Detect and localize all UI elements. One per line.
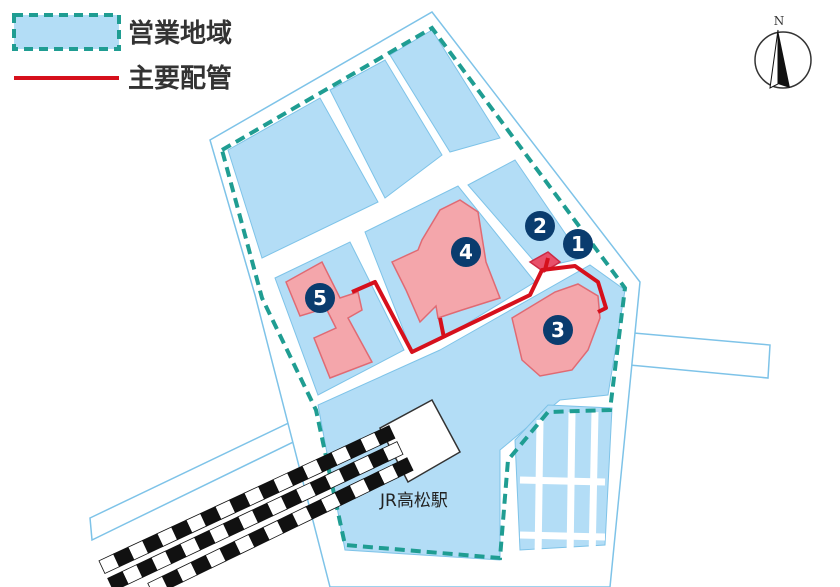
station-label: JR高松駅 [379,491,448,511]
marker-4[interactable]: 4 [451,237,481,267]
compass-needle-light-icon [769,29,779,89]
compass-needle-icon [778,30,790,88]
block-top-left [227,97,379,259]
main-pipe-trunk [351,264,608,354]
marker-2[interactable]: 2 [525,211,555,241]
block-top-middle [329,59,443,199]
main-pipe-branch-2 [543,257,550,271]
rail-segment [107,570,129,587]
svg-text:5: 5 [313,286,327,310]
svg-text:2: 2 [533,214,547,238]
marker-1[interactable]: 1 [563,229,593,259]
legend-business-area-label: 営業地域 [128,19,232,49]
south-east-streets [519,411,606,561]
legend-business-area-swatch [12,13,121,51]
legend: 営業地域 主要配管 [12,13,232,94]
rail-segment [98,553,120,574]
main-pipe-branch-4 [438,317,446,339]
marker-3[interactable]: 3 [543,315,573,345]
svg-text:4: 4 [459,240,473,264]
compass: N [754,14,812,89]
svg-text:1: 1 [571,232,585,256]
railway [98,425,414,587]
main-pipe-network [351,257,608,354]
svg-text:3: 3 [551,318,565,342]
markers: 1 2 3 4 5 [305,211,593,345]
building-4 [390,199,501,324]
legend-main-pipe-label: 主要配管 [128,64,232,94]
marker-5[interactable]: 5 [305,283,335,313]
compass-north-label: N [774,14,785,28]
rail-segment [147,575,168,587]
rail-segment [161,568,184,587]
